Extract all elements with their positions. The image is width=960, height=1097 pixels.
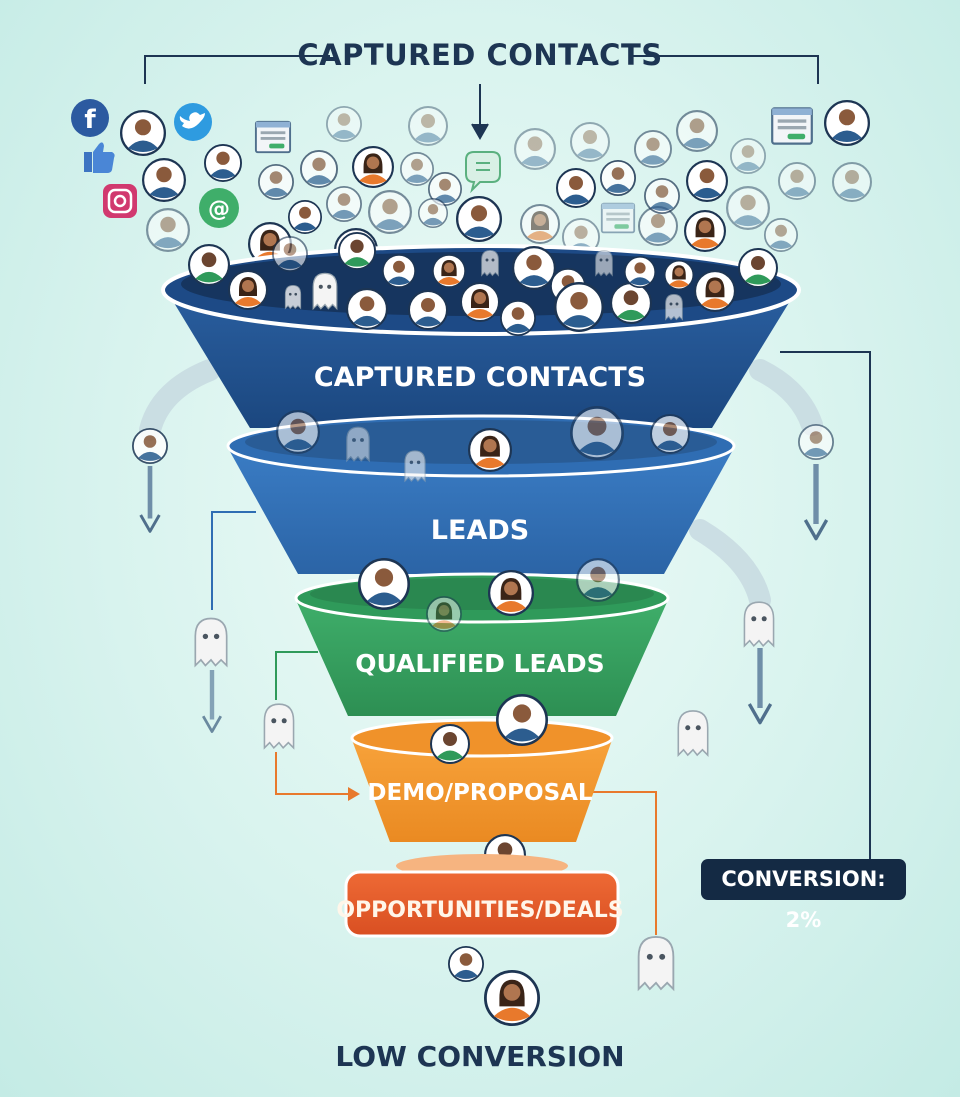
- ghost-icon: [677, 710, 709, 756]
- person-avatar-icon: [204, 144, 242, 182]
- person-avatar-icon: [326, 186, 362, 222]
- funnel-stage-leads: [226, 406, 736, 574]
- person-avatar-icon: [778, 162, 816, 200]
- top-bracket: [144, 55, 819, 141]
- person-avatar-icon: [352, 146, 394, 188]
- conversion-badge: CONVERSION: 2%: [701, 859, 906, 932]
- ghost-icon: [665, 293, 683, 321]
- person-avatar-icon: [726, 186, 770, 230]
- stage-label-captured-contacts: CAPTURED CONTACTS: [313, 362, 647, 393]
- ghost-icon: [346, 426, 370, 462]
- instagram-icon: [103, 184, 137, 218]
- ghost-icon: [637, 935, 675, 991]
- person-avatar-icon: [300, 150, 338, 188]
- person-avatar-icon: [146, 208, 190, 252]
- person-avatar-icon: [408, 106, 448, 146]
- person-avatar-icon: [684, 210, 726, 252]
- person-avatar-icon: [824, 100, 870, 146]
- web-form-icon: [771, 107, 813, 145]
- funnel-stage-demo-proposal: [350, 694, 614, 876]
- person-avatar-icon: [120, 110, 166, 156]
- person-avatar-icon: [142, 158, 186, 202]
- person-avatar-icon: [514, 128, 556, 170]
- person-avatar-icon: [484, 970, 540, 1026]
- stage-label-qualified-leads: QUALIFIED LEADS: [355, 649, 605, 678]
- person-avatar-icon: [686, 160, 728, 202]
- person-avatar-icon: [400, 152, 434, 186]
- page-title: CAPTURED CONTACTS: [297, 38, 663, 72]
- person-avatar-icon: [258, 164, 294, 200]
- person-avatar-icon: [520, 204, 560, 244]
- footer-title: LOW CONVERSION: [335, 1040, 625, 1073]
- funnel-stage-opportunities-deals: [344, 854, 620, 938]
- chat-bubble-icon: [465, 151, 501, 194]
- person-avatar-icon: [634, 130, 672, 168]
- person-avatar-icon: [448, 946, 484, 982]
- person-avatar-icon: [570, 122, 610, 162]
- ghost-icon: [404, 450, 426, 482]
- web-form-icon: [600, 202, 636, 234]
- funnel-stage-qualified-leads: [294, 558, 670, 716]
- person-avatar-icon: [288, 200, 322, 234]
- person-avatar-icon: [368, 190, 412, 234]
- ghost-icon: [312, 272, 338, 310]
- thumbs-up-icon: [84, 142, 115, 173]
- svg-text:f: f: [84, 105, 96, 135]
- email-at-icon: @: [199, 188, 239, 228]
- ghost-icon: [595, 249, 613, 277]
- person-avatar-icon: [798, 424, 834, 460]
- person-avatar-icon: [600, 160, 636, 196]
- person-avatar-icon: [326, 106, 362, 142]
- stage-label-leads: LEADS: [430, 515, 530, 546]
- stage-label-demo-proposal: DEMO/PROPOSAL: [367, 780, 593, 806]
- web-form-icon: [254, 120, 292, 154]
- person-avatar-icon: [644, 178, 680, 214]
- person-avatar-icon: [730, 138, 766, 174]
- arrow-down-icon: [203, 670, 221, 732]
- dropoff-arrows: [132, 359, 834, 991]
- twitter-icon: [174, 103, 212, 141]
- stage-label-opportunities-deals: OPPORTUNITIES/DEALS: [336, 898, 624, 923]
- person-avatar-icon: [764, 218, 798, 252]
- ghost-icon: [284, 285, 302, 309]
- person-avatar-icon: [556, 168, 596, 208]
- person-avatar-icon: [456, 196, 502, 242]
- ghost-icon: [743, 601, 775, 647]
- svg-text:@: @: [208, 197, 230, 222]
- facebook-icon: f: [71, 99, 109, 137]
- ghost-icon: [263, 703, 295, 749]
- person-avatar-icon: [832, 162, 872, 202]
- funnel-stage-captured-contacts: [161, 232, 801, 428]
- ghost-icon: [481, 249, 499, 277]
- person-avatar-icon: [418, 198, 448, 228]
- person-avatar-icon: [676, 110, 718, 152]
- connector-lines: [211, 351, 871, 935]
- person-avatar-icon: [132, 428, 168, 464]
